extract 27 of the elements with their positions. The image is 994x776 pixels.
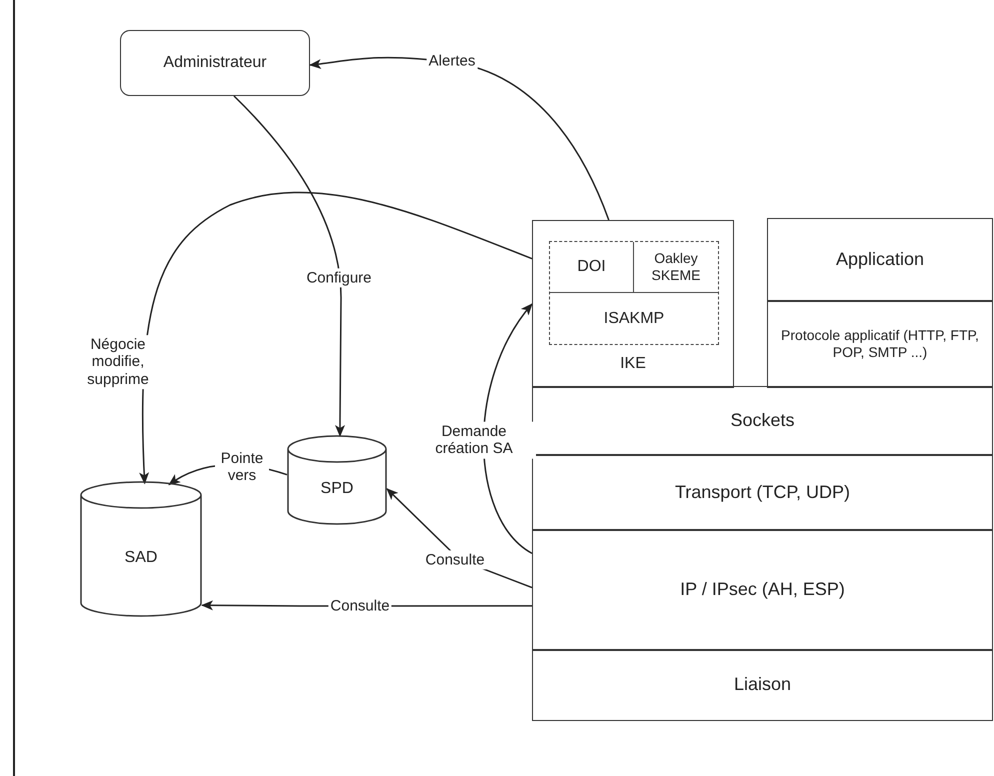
layer-box — [532, 454, 993, 531]
arrow — [139, 192, 532, 484]
node-label: Oakley SKEME — [650, 250, 702, 284]
node-label: Application — [836, 249, 924, 271]
node-label: Liaison — [734, 674, 792, 696]
protocol-box — [532, 220, 734, 388]
edge-label: Consulte — [423, 550, 487, 570]
layer-box — [767, 300, 993, 388]
database-cylinder — [287, 436, 387, 524]
node-label: SAD — [124, 548, 158, 568]
node-label: Sockets — [730, 410, 795, 432]
node-label: DOI — [577, 257, 606, 277]
node-label: SPD — [320, 479, 354, 499]
layer-box — [532, 649, 993, 721]
dashed-group-box — [549, 241, 719, 345]
node-label: Protocole applicatif (HTTP, FTP, POP, SMTP ...) — [780, 327, 980, 361]
node-label: ISAKMP — [604, 308, 664, 328]
arrow — [233, 95, 345, 437]
layer-box — [532, 386, 993, 456]
node-label: Administrateur — [163, 53, 267, 73]
node-label: Transport (TCP, UDP) — [674, 482, 850, 504]
node-label: IKE — [620, 354, 646, 373]
node-label: IP / IPsec (AH, ESP) — [680, 579, 845, 601]
database-cylinder — [80, 482, 202, 616]
layer-box — [532, 529, 993, 651]
actor-box — [120, 30, 310, 96]
layer-box — [767, 218, 993, 302]
